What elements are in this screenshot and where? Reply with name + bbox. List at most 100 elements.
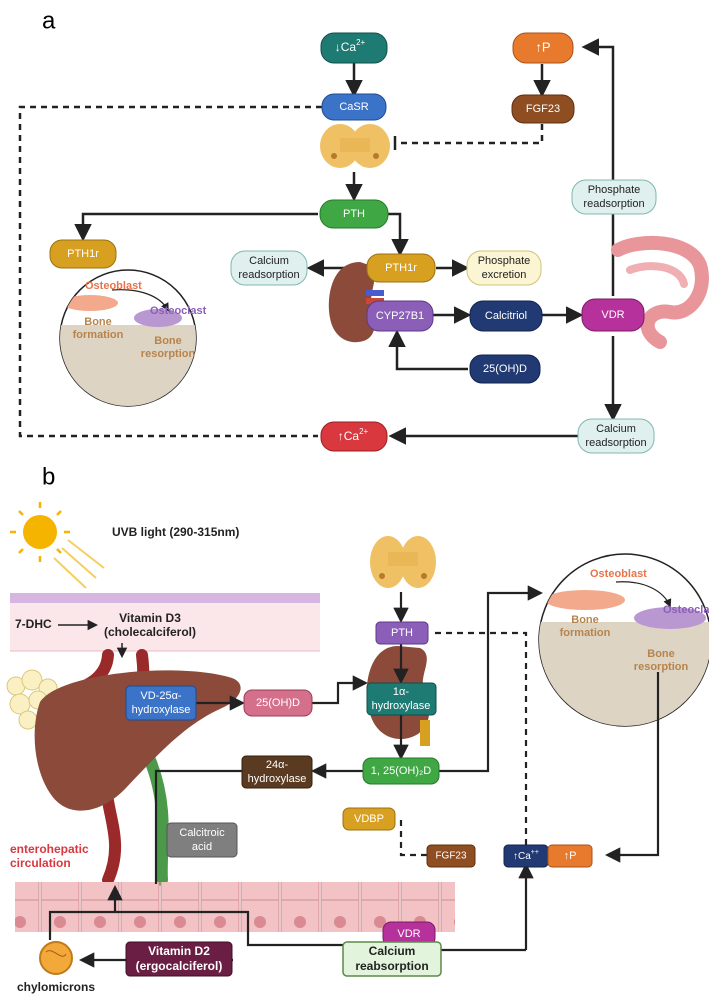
svg-text:PTH1r: PTH1r [67,248,99,260]
svg-text:CaSR: CaSR [339,101,368,113]
enterohepatic-line2: circulation [10,856,71,870]
bone-formation-line1-b: Bone [571,614,599,626]
svg-text:readsorption: readsorption [585,437,646,449]
svg-text:PTH: PTH [343,208,365,220]
svg-text:PTH: PTH [391,627,413,639]
node-pth-a: PTH [319,199,389,229]
svg-text:Calcitroic: Calcitroic [179,827,225,839]
node-calcium-reabsorption-b: Calcium reabsorption [342,941,442,977]
osteoclast-label-b: Osteoclast [663,604,709,616]
svg-text:PTH1r: PTH1r [385,262,417,274]
vitamin-d3-line1: Vitamin D3 [119,611,181,625]
chylomicron-icon [39,941,73,975]
bone-resorption-line2-b: resorption [634,661,689,673]
node-fgf23-b: FGF23 [426,844,476,868]
svg-text:Phosphate: Phosphate [588,184,641,196]
node-24alpha-hydroxylase: 24α- hydroxylase [241,755,313,789]
svg-text:hydroxylase: hydroxylase [248,773,307,785]
node-pth1r-kidney: PTH1r [366,253,436,283]
bone-resorption-line1-b: Bone [647,648,675,660]
svg-text:Phosphate: Phosphate [478,255,531,267]
bone-remodeling-circle [59,269,197,407]
node-calcium-readsorption-gut: Calcium readsorption [577,418,655,454]
svg-text:hydroxylase: hydroxylase [132,704,191,716]
bone-formation-line2-a: formation [73,329,124,341]
node-low-calcium: ↓Ca2+ [320,32,388,64]
node-vdr-a: VDR [581,298,645,332]
panel-b-label: b [42,463,55,490]
svg-text:Calcium: Calcium [249,255,289,267]
svg-text:↑Ca++: ↑Ca++ [513,849,539,862]
node-pth1r-bone: PTH1r [49,239,117,269]
svg-text:reabsorption: reabsorption [355,959,428,973]
bone-remodeling-circle-b [538,553,709,727]
svg-text:1α-: 1α- [393,686,409,698]
intestinal-epithelium [15,882,455,932]
node-pth-b: PTH [375,621,429,645]
node-fgf23-a: FGF23 [511,94,575,124]
svg-text:excretion: excretion [482,269,527,281]
svg-text:↑Ca2+: ↑Ca2+ [338,427,369,443]
node-high-calcium-b: ↑Ca++ [503,844,549,868]
intestine-icon [611,235,709,349]
dhc-label: 7-DHC [15,617,52,631]
thyroid-gland-b-icon [370,536,436,588]
svg-text:VDR: VDR [397,928,420,940]
panel-a-connectors [18,38,622,445]
osteoclast-label-a: Osteoclast [150,305,207,317]
bone-formation-line1-a: Bone [84,316,112,328]
node-casr: CaSR [321,93,387,121]
bone-resorption-line1-a: Bone [154,335,182,347]
svg-text:↑P: ↑P [535,39,550,54]
kidney-icon [328,262,384,343]
bone-formation-line2-b: formation [560,627,611,639]
enterohepatic-line1: enterohepatic [10,842,89,856]
node-25ohd-b: 25(OH)D [243,689,313,717]
svg-text:VD-25α-: VD-25α- [140,690,182,702]
svg-text:↑P: ↑P [564,850,577,862]
node-high-calcium: ↑Ca2+ [320,421,388,452]
svg-text:24α-: 24α- [266,759,289,771]
svg-text:25(OH)D: 25(OH)D [483,363,527,375]
chylomicrons-label: chylomicrons [17,980,95,994]
node-1-25-oh2d: 1, 25(OH)₂D [362,757,440,785]
svg-text:VDR: VDR [601,309,624,321]
svg-text:readsorption: readsorption [583,198,644,210]
vitamin-d3-line2: (cholecalciferol) [104,625,196,639]
sun-icon [10,502,105,589]
svg-text:1, 25(OH)₂D: 1, 25(OH)₂D [371,765,432,777]
svg-text:↓Ca2+: ↓Ca2+ [335,38,366,54]
svg-text:FGF23: FGF23 [435,851,467,862]
osteoblast-label-a: Osteoblast [85,280,142,292]
svg-text:(ergocalciferol): (ergocalciferol) [136,959,223,973]
svg-text:hydroxylase: hydroxylase [372,700,431,712]
svg-text:Vitamin D2: Vitamin D2 [148,944,210,958]
svg-text:Calcium: Calcium [369,944,416,958]
node-vdr-b: VDR [382,921,436,947]
thyroid-gland-icon [320,124,390,168]
node-phosphate-excretion: Phosphate excretion [466,250,542,286]
uvb-label: UVB light (290-315nm) [112,525,239,539]
node-25ohd-a: 25(OH)D [469,354,541,384]
svg-text:25(OH)D: 25(OH)D [256,697,300,709]
skin-layer [10,593,320,652]
osteoblast-label-b: Osteoblast [590,568,647,580]
node-phosphate-readsorption: Phosphate readsorption [571,179,657,215]
node-high-phosphate: ↑P [512,32,574,64]
node-calcitriol: Calcitriol [469,300,543,332]
panel-a-label: a [42,7,56,34]
svg-text:readsorption: readsorption [238,269,299,281]
svg-text:acid: acid [192,841,212,853]
node-calcitroic-acid: Calcitroic acid [166,822,238,858]
svg-text:CYP27B1: CYP27B1 [376,310,424,322]
node-1alpha-hydroxylase: 1α- hydroxylase [366,682,437,716]
svg-text:FGF23: FGF23 [526,103,560,115]
svg-text:Calcitriol: Calcitriol [485,310,527,322]
svg-text:Calcium: Calcium [596,423,636,435]
bone-resorption-line2-a: resorption [141,348,196,360]
svg-text:VDBP: VDBP [354,813,384,825]
node-cyp27b1: CYP27B1 [366,300,434,332]
node-vd25-hydroxylase: VD-25α- hydroxylase [125,685,197,721]
node-vitamin-d2: Vitamin D2 (ergocalciferol) [125,941,233,977]
